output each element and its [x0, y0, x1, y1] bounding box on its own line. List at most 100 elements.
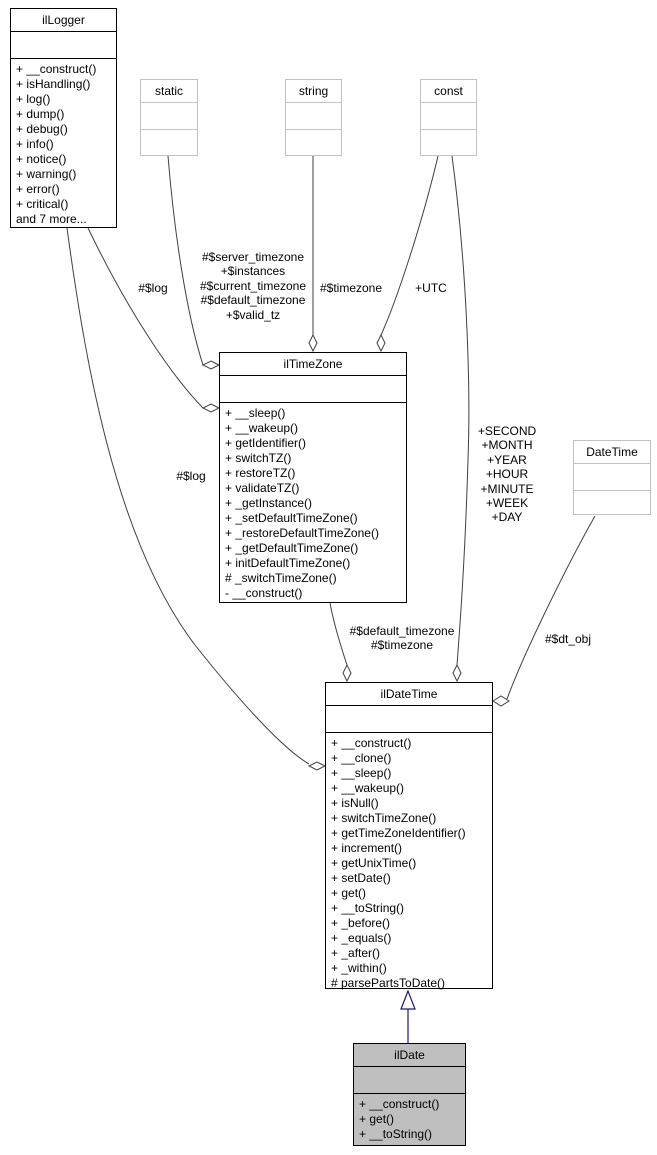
method-item: + warning() [16, 167, 77, 181]
class-methods: + __construct()+ __clone()+ __sleep()+ _… [326, 733, 492, 991]
aggregation-diamond [307, 761, 327, 771]
method-item: - __construct() [225, 586, 303, 600]
method-item: + __wakeup() [225, 421, 299, 435]
class-box-ildatetime[interactable]: ilDateTime + __construct()+ __clone()+ _… [325, 682, 493, 991]
edge-label-timezone-members: #$default_timezone #$timezone [349, 624, 455, 653]
method-item: + error() [16, 182, 60, 196]
method-item: + setDate() [331, 871, 391, 885]
method-item: + _after() [331, 946, 381, 960]
method-item: + _getInstance() [225, 496, 313, 510]
method-item: + dump() [16, 107, 65, 121]
method-item: + __toString() [331, 901, 405, 915]
method-item: + critical() [16, 197, 69, 211]
method-item: + restoreTZ() [225, 466, 296, 480]
class-title: ilDate [354, 1044, 465, 1067]
edge-const-iltimezone [380, 155, 439, 336]
aggregation-diamond [376, 333, 386, 353]
method-item: + notice() [16, 152, 67, 166]
aggregation-diamond [308, 333, 318, 353]
method-item: + __construct() [359, 1097, 440, 1111]
class-title: string [286, 80, 341, 103]
method-item: + _getDefaultTimeZone() [225, 541, 359, 555]
edge-iltimezone-ildatetime [329, 602, 348, 666]
method-item: # _switchTimeZone() [225, 571, 337, 585]
aggregation-diamond [452, 663, 462, 683]
class-attributes [141, 103, 197, 130]
method-item: + initDefaultTimeZone() [225, 556, 351, 570]
edge-static-iltimezone [167, 155, 204, 366]
method-item: + isHandling() [16, 77, 91, 91]
method-item: + get() [359, 1112, 395, 1126]
method-item: + __construct() [331, 736, 412, 750]
edge-illogger-ildatetime [66, 227, 310, 765]
method-item: + getIdentifier() [225, 436, 307, 450]
class-box-iltimezone[interactable]: ilTimeZone + __sleep()+ __wakeup()+ getI… [219, 352, 407, 603]
method-item: + _setDefaultTimeZone() [225, 511, 358, 525]
class-methods: + __construct()+ isHandling()+ log()+ du… [11, 59, 116, 227]
class-box-ildate[interactable]: ilDate + __construct()+ get()+ __toStrin… [353, 1043, 466, 1146]
method-item: + getUnixTime() [331, 856, 417, 870]
method-item: + __construct() [16, 62, 97, 76]
method-item: + __wakeup() [331, 781, 405, 795]
edge-datetime-ildatetime [506, 515, 596, 700]
method-item: + __sleep() [331, 766, 392, 780]
edge-label-static-members: #$server_timezone +$instances #$current_… [199, 250, 307, 322]
method-item: + _within() [331, 961, 387, 975]
class-box-string[interactable]: string [285, 79, 342, 156]
class-title: ilDateTime [326, 683, 492, 706]
edge-label-dt-obj: #$dt_obj [544, 632, 592, 646]
edge-illogger-iltimezone [87, 227, 204, 409]
method-item: + switchTZ() [225, 451, 292, 465]
method-item: + increment() [331, 841, 403, 855]
aggregation-diamond [492, 695, 510, 707]
class-methods: + __sleep()+ __wakeup()+ getIdentifier()… [220, 403, 406, 601]
edge-const-ildatetime [451, 155, 470, 666]
class-attributes [354, 1067, 465, 1094]
class-box-const[interactable]: const [420, 79, 477, 156]
method-item: + debug() [16, 122, 68, 136]
class-title: ilLogger [11, 9, 116, 32]
class-methods [141, 130, 197, 133]
class-box-datetime[interactable]: DateTime [573, 440, 651, 515]
method-item: + get() [331, 886, 367, 900]
inheritance-arrow [400, 989, 416, 1010]
method-item: + _before() [331, 916, 391, 930]
class-title: static [141, 80, 197, 103]
class-box-static[interactable]: static [140, 79, 198, 156]
class-methods [286, 130, 341, 133]
class-attributes [574, 464, 650, 491]
class-attributes [421, 103, 476, 130]
edge-label-const-members: +SECOND +MONTH +YEAR +HOUR +MINUTE +WEEK… [477, 424, 537, 525]
method-item: + _restoreDefaultTimeZone() [225, 526, 379, 540]
method-item: + isNull() [331, 796, 379, 810]
class-attributes [326, 706, 492, 733]
aggregation-diamond [342, 663, 352, 683]
class-box-illogger[interactable]: ilLogger + __construct()+ isHandling()+ … [10, 8, 117, 228]
aggregation-diamond [201, 360, 221, 370]
method-item: + __clone() [331, 751, 392, 765]
class-methods [574, 491, 650, 494]
method-item: + validateTZ() [225, 481, 300, 495]
method-item: + __sleep() [225, 406, 286, 420]
class-methods [421, 130, 476, 133]
method-item: + switchTimeZone() [331, 811, 437, 825]
edge-label-log-datetime: #$log [176, 469, 206, 483]
edge-label-utc: +UTC [415, 281, 447, 295]
class-title: DateTime [574, 441, 650, 464]
class-attributes [11, 32, 116, 59]
edge-label-log-timezone: #$log [138, 281, 168, 295]
aggregation-diamond [201, 403, 221, 413]
class-title: ilTimeZone [220, 353, 406, 376]
class-attributes [220, 376, 406, 403]
method-item: + _equals() [331, 931, 392, 945]
method-item: and 7 more... [16, 212, 87, 226]
class-attributes [286, 103, 341, 130]
class-title: const [421, 80, 476, 103]
method-item: + __toString() [359, 1127, 433, 1141]
method-item: + info() [16, 137, 54, 151]
method-item: + log() [16, 92, 51, 106]
edge-label-string-member: #$timezone [319, 281, 383, 295]
method-item: # parsePartsToDate() [331, 976, 446, 990]
